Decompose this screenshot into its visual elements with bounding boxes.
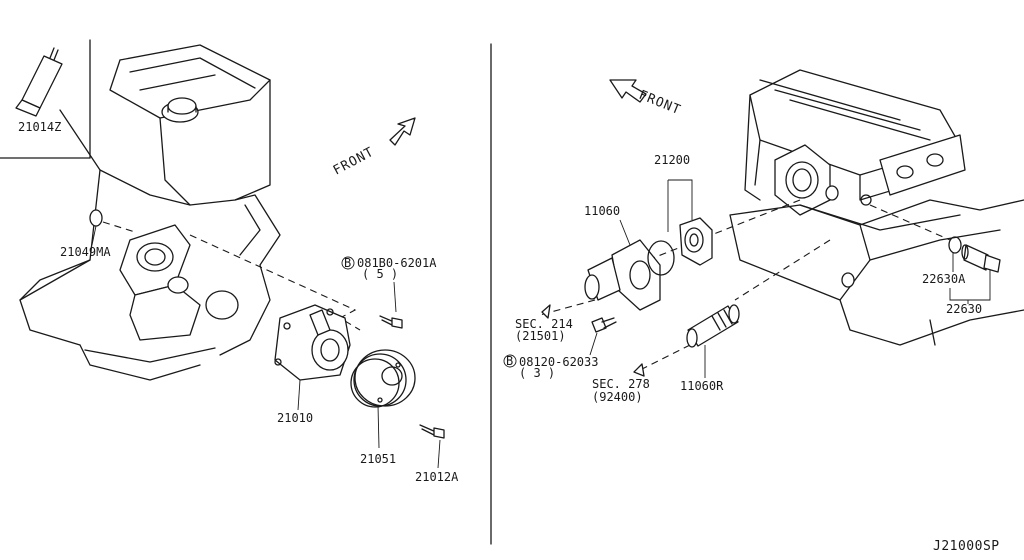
thermostat-21200 (679, 217, 713, 266)
front-label-right: FRONT (637, 88, 684, 118)
part-21014z-tube (15, 47, 63, 117)
front-label-left: FRONT (331, 145, 377, 179)
label-21200: 21200 (654, 153, 690, 167)
right-engine-block (729, 69, 1024, 346)
label-bolt-08120-62033: 08120-62033 (519, 355, 598, 369)
pulley-21051 (350, 349, 416, 408)
left-engine-block (19, 44, 281, 381)
label-sec-278: SEC. 278 (592, 377, 650, 391)
label-21049ma: 21049MA (60, 245, 111, 259)
pipe-11060r (686, 304, 740, 348)
label-21051: 21051 (360, 452, 396, 466)
label-bolt-qty-right: ( 3 ) (519, 366, 555, 380)
temp-sensor-22630 (961, 244, 1001, 273)
inset-box (0, 39, 91, 159)
label-21014z: 21014Z (18, 120, 61, 134)
label-22630a: 22630A (922, 272, 966, 286)
water-pump-21010 (274, 304, 351, 381)
diagram-code: J21000SP (933, 539, 1000, 554)
label-bolt-qty-left: ( 5 ) (362, 267, 398, 281)
label-sec-214-ref: (21501) (515, 329, 566, 343)
bolt-left (379, 315, 403, 329)
bolt-symbol-right: B (503, 354, 517, 368)
o-ring-22630a (948, 236, 962, 254)
label-bolt-081b0-6201a: 081B0-6201A (357, 256, 437, 270)
label-11060r: 11060R (680, 379, 724, 393)
o-ring-21049ma (89, 209, 103, 227)
label-11060: 11060 (584, 204, 620, 218)
arrow-sec-278 (633, 363, 645, 377)
svg-text:B: B (344, 256, 351, 270)
arrow-sec-214 (541, 304, 551, 319)
label-sec-278-ref: (92400) (592, 390, 643, 404)
bolt-symbol-left: B (341, 256, 355, 270)
bolt-21012a (419, 424, 445, 439)
label-21012a: 21012A (415, 470, 459, 484)
bolt-right (591, 317, 617, 333)
label-sec-214: SEC. 214 (515, 317, 573, 331)
front-arrow-left (389, 117, 416, 146)
svg-text:B: B (506, 354, 513, 368)
label-21010: 21010 (277, 411, 313, 425)
front-arrow-right (609, 79, 647, 103)
gasket-ring (647, 240, 675, 276)
label-22630: 22630 (946, 302, 982, 316)
